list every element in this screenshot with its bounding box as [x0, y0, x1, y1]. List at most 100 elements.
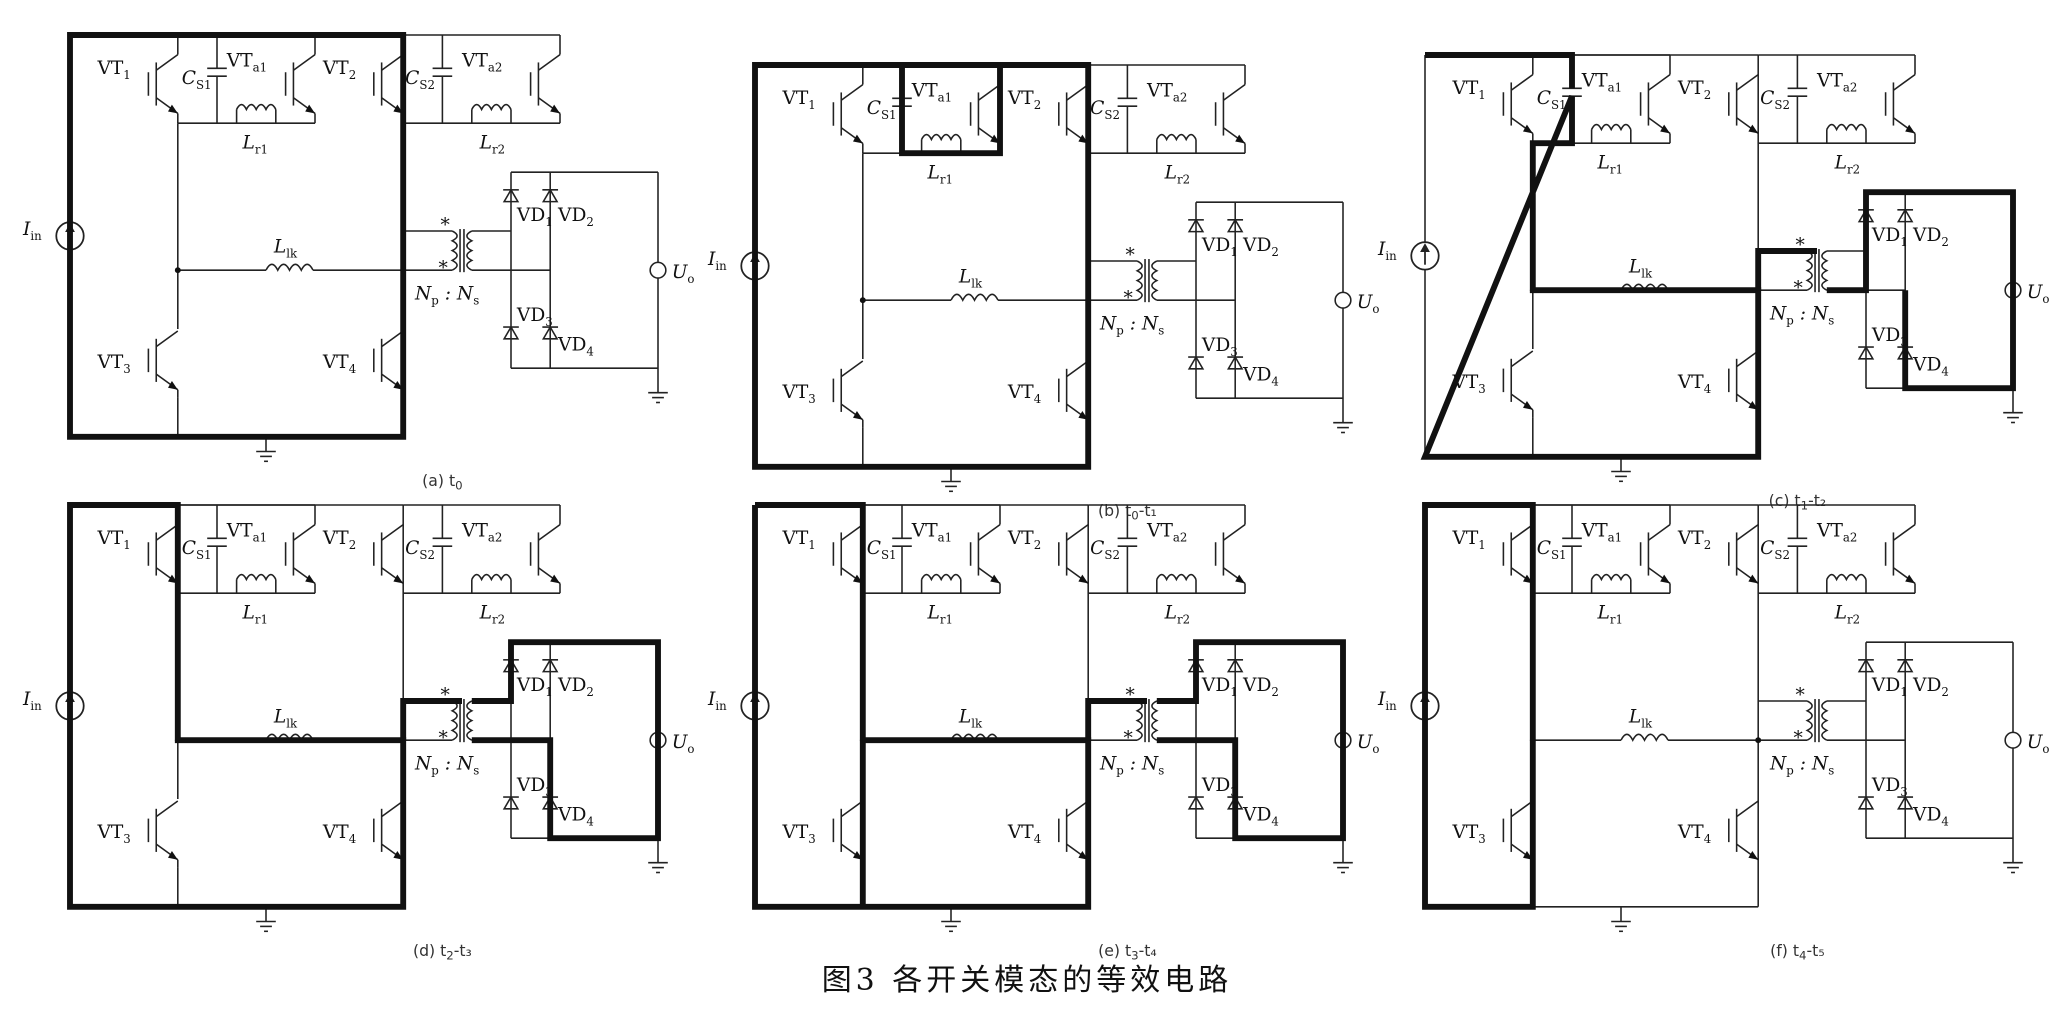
conduction-path: [899, 65, 1003, 157]
uo-label: Uo: [672, 262, 695, 286]
lr1-label: Lr1: [241, 603, 267, 627]
conduction-path: [1755, 248, 1818, 291]
turns-ratio-label: Np : Ns: [1099, 754, 1164, 778]
vt3-label: VT3: [96, 352, 130, 376]
vt2-label: VT2: [322, 58, 356, 82]
vta2-label: VTa2: [461, 50, 502, 74]
vd1-label: VD1: [1201, 235, 1238, 259]
vt3-label: VT3: [96, 822, 130, 846]
dot-mark-secondary: *: [1125, 685, 1134, 706]
llk-label: Llk: [273, 237, 298, 261]
llk-label: Llk: [273, 707, 298, 731]
lr1-label: Lr1: [926, 163, 952, 187]
vta2-label: VTa2: [1146, 520, 1187, 544]
llk-label: Llk: [1628, 707, 1653, 731]
dot-mark-primary: *: [1123, 728, 1132, 749]
vta2-label: VTa2: [461, 520, 502, 544]
turns-ratio-label: Np : Ns: [1099, 314, 1164, 338]
vt2-label: VT2: [322, 528, 356, 552]
vta1-label: VTa1: [1581, 70, 1622, 94]
dot-mark-secondary: *: [1795, 685, 1804, 706]
vt1-label: VT1: [781, 88, 815, 112]
vd4-label: VD4: [1912, 355, 1949, 379]
vd2-label: VD2: [1242, 675, 1279, 699]
conduction-path: [1085, 698, 1148, 741]
vt4-label: VT4: [322, 352, 356, 376]
vt3-label: VT3: [781, 822, 815, 846]
iin-label: Iin: [1377, 239, 1397, 263]
dot-mark-primary: *: [438, 258, 447, 279]
vt3-label: VT3: [1451, 822, 1485, 846]
vt4-label: VT4: [1677, 372, 1711, 396]
iin-label: Iin: [1377, 689, 1397, 713]
vt3-label: VT3: [1451, 372, 1485, 396]
vt1-label: VT1: [1451, 528, 1485, 552]
uo-label: Uo: [1357, 732, 1380, 756]
cs2-label: CS2: [1760, 88, 1790, 112]
cs1-label: CS1: [867, 538, 897, 562]
cs2-label: CS2: [1760, 538, 1790, 562]
vta1-label: VTa1: [226, 50, 267, 74]
conduction-path: [1422, 502, 1536, 910]
circuit-schematic: [55, 34, 669, 463]
dot-mark-primary: *: [1793, 278, 1802, 299]
circuit-schematic: [740, 64, 1354, 493]
lr2-label: Lr2: [1164, 603, 1190, 627]
circuit-schematic: [740, 504, 1354, 933]
llk-label: Llk: [958, 707, 983, 731]
lr2-label: Lr2: [1834, 153, 1860, 177]
conduction-path: [1425, 52, 1575, 89]
dot-mark-primary: *: [1793, 728, 1802, 749]
vt1-label: VT1: [96, 58, 130, 82]
uo-label: Uo: [2027, 282, 2050, 306]
iin-label: Iin: [22, 219, 42, 243]
circuit-schematic: [1410, 504, 2024, 933]
uo-label: Uo: [2027, 732, 2050, 756]
vt1-label: VT1: [1451, 78, 1485, 102]
lr2-label: Lr2: [479, 133, 505, 157]
lr1-label: Lr1: [241, 133, 267, 157]
vta2-label: VTa2: [1146, 80, 1187, 104]
dot-mark-secondary: *: [1795, 235, 1804, 256]
panel-caption: (d) t2-t₃: [413, 941, 472, 963]
vt2-label: VT2: [1007, 528, 1041, 552]
panel-caption: (a) t0: [422, 471, 462, 493]
vt4-label: VT4: [322, 822, 356, 846]
vd3-label: VD3: [1871, 325, 1908, 349]
iin-label: Iin: [707, 689, 727, 713]
lr1-label: Lr1: [926, 603, 952, 627]
vd4-label: VD4: [1242, 365, 1279, 389]
turns-ratio-label: Np : Ns: [1769, 304, 1834, 328]
vt4-label: VT4: [1677, 822, 1711, 846]
llk-label: Llk: [958, 267, 983, 291]
vta1-label: VTa1: [911, 80, 952, 104]
vta2-label: VTa2: [1816, 520, 1857, 544]
vta1-label: VTa1: [226, 520, 267, 544]
cs2-label: CS2: [405, 538, 435, 562]
vt2-label: VT2: [1677, 528, 1711, 552]
uo-label: Uo: [672, 732, 695, 756]
lr2-label: Lr2: [1834, 603, 1860, 627]
dot-mark-primary: *: [1123, 288, 1132, 309]
conduction-path: [755, 502, 866, 907]
cs1-label: CS1: [182, 68, 212, 92]
vd2-label: VD2: [1242, 235, 1279, 259]
cs2-label: CS2: [1090, 538, 1120, 562]
conduction-path: [1826, 189, 2016, 392]
cs1-label: CS1: [1537, 88, 1567, 112]
figure-caption: 图3 各开关模态的等效电路: [822, 963, 1233, 998]
vd4-label: VD4: [1242, 805, 1279, 829]
conduction-path: [752, 62, 1092, 470]
turns-ratio-label: Np : Ns: [414, 754, 479, 778]
dot-mark-secondary: *: [440, 685, 449, 706]
vd3-label: VD3: [516, 305, 553, 329]
iin-label: Iin: [707, 249, 727, 273]
vd4-label: VD4: [557, 335, 594, 359]
panel-caption: (e) t3-t₄: [1098, 941, 1157, 963]
vd3-label: VD3: [516, 775, 553, 799]
vd1-label: VD1: [516, 205, 553, 229]
